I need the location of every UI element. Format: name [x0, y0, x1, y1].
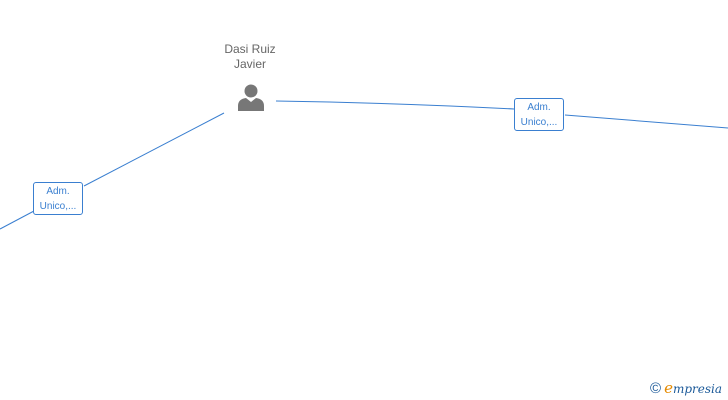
- edge-right: [275, 100, 728, 129]
- copyright-icon: ©: [650, 380, 662, 397]
- brand-logo-initial: e: [664, 379, 673, 397]
- relation-role-line2: Unico,...: [39, 201, 77, 212]
- person-name-line2: Javier: [233, 57, 266, 71]
- relation-badge-right[interactable]: Adm. Unico,...: [514, 98, 564, 131]
- relation-role-line1: Adm.: [527, 102, 551, 113]
- relation-role-line1: Adm.: [46, 186, 70, 197]
- relation-badge-left[interactable]: Adm. Unico,...: [33, 182, 83, 215]
- relation-role-line2: Unico,...: [520, 117, 558, 128]
- person-name-line1: Dasi Ruiz: [224, 42, 276, 56]
- person-label[interactable]: Dasi Ruiz Javier: [200, 42, 300, 72]
- brand-logo-text: mpresia: [672, 382, 723, 396]
- person-icon[interactable]: [236, 82, 266, 112]
- brand-watermark: ©empresia: [650, 379, 722, 397]
- edge-left: [0, 112, 225, 230]
